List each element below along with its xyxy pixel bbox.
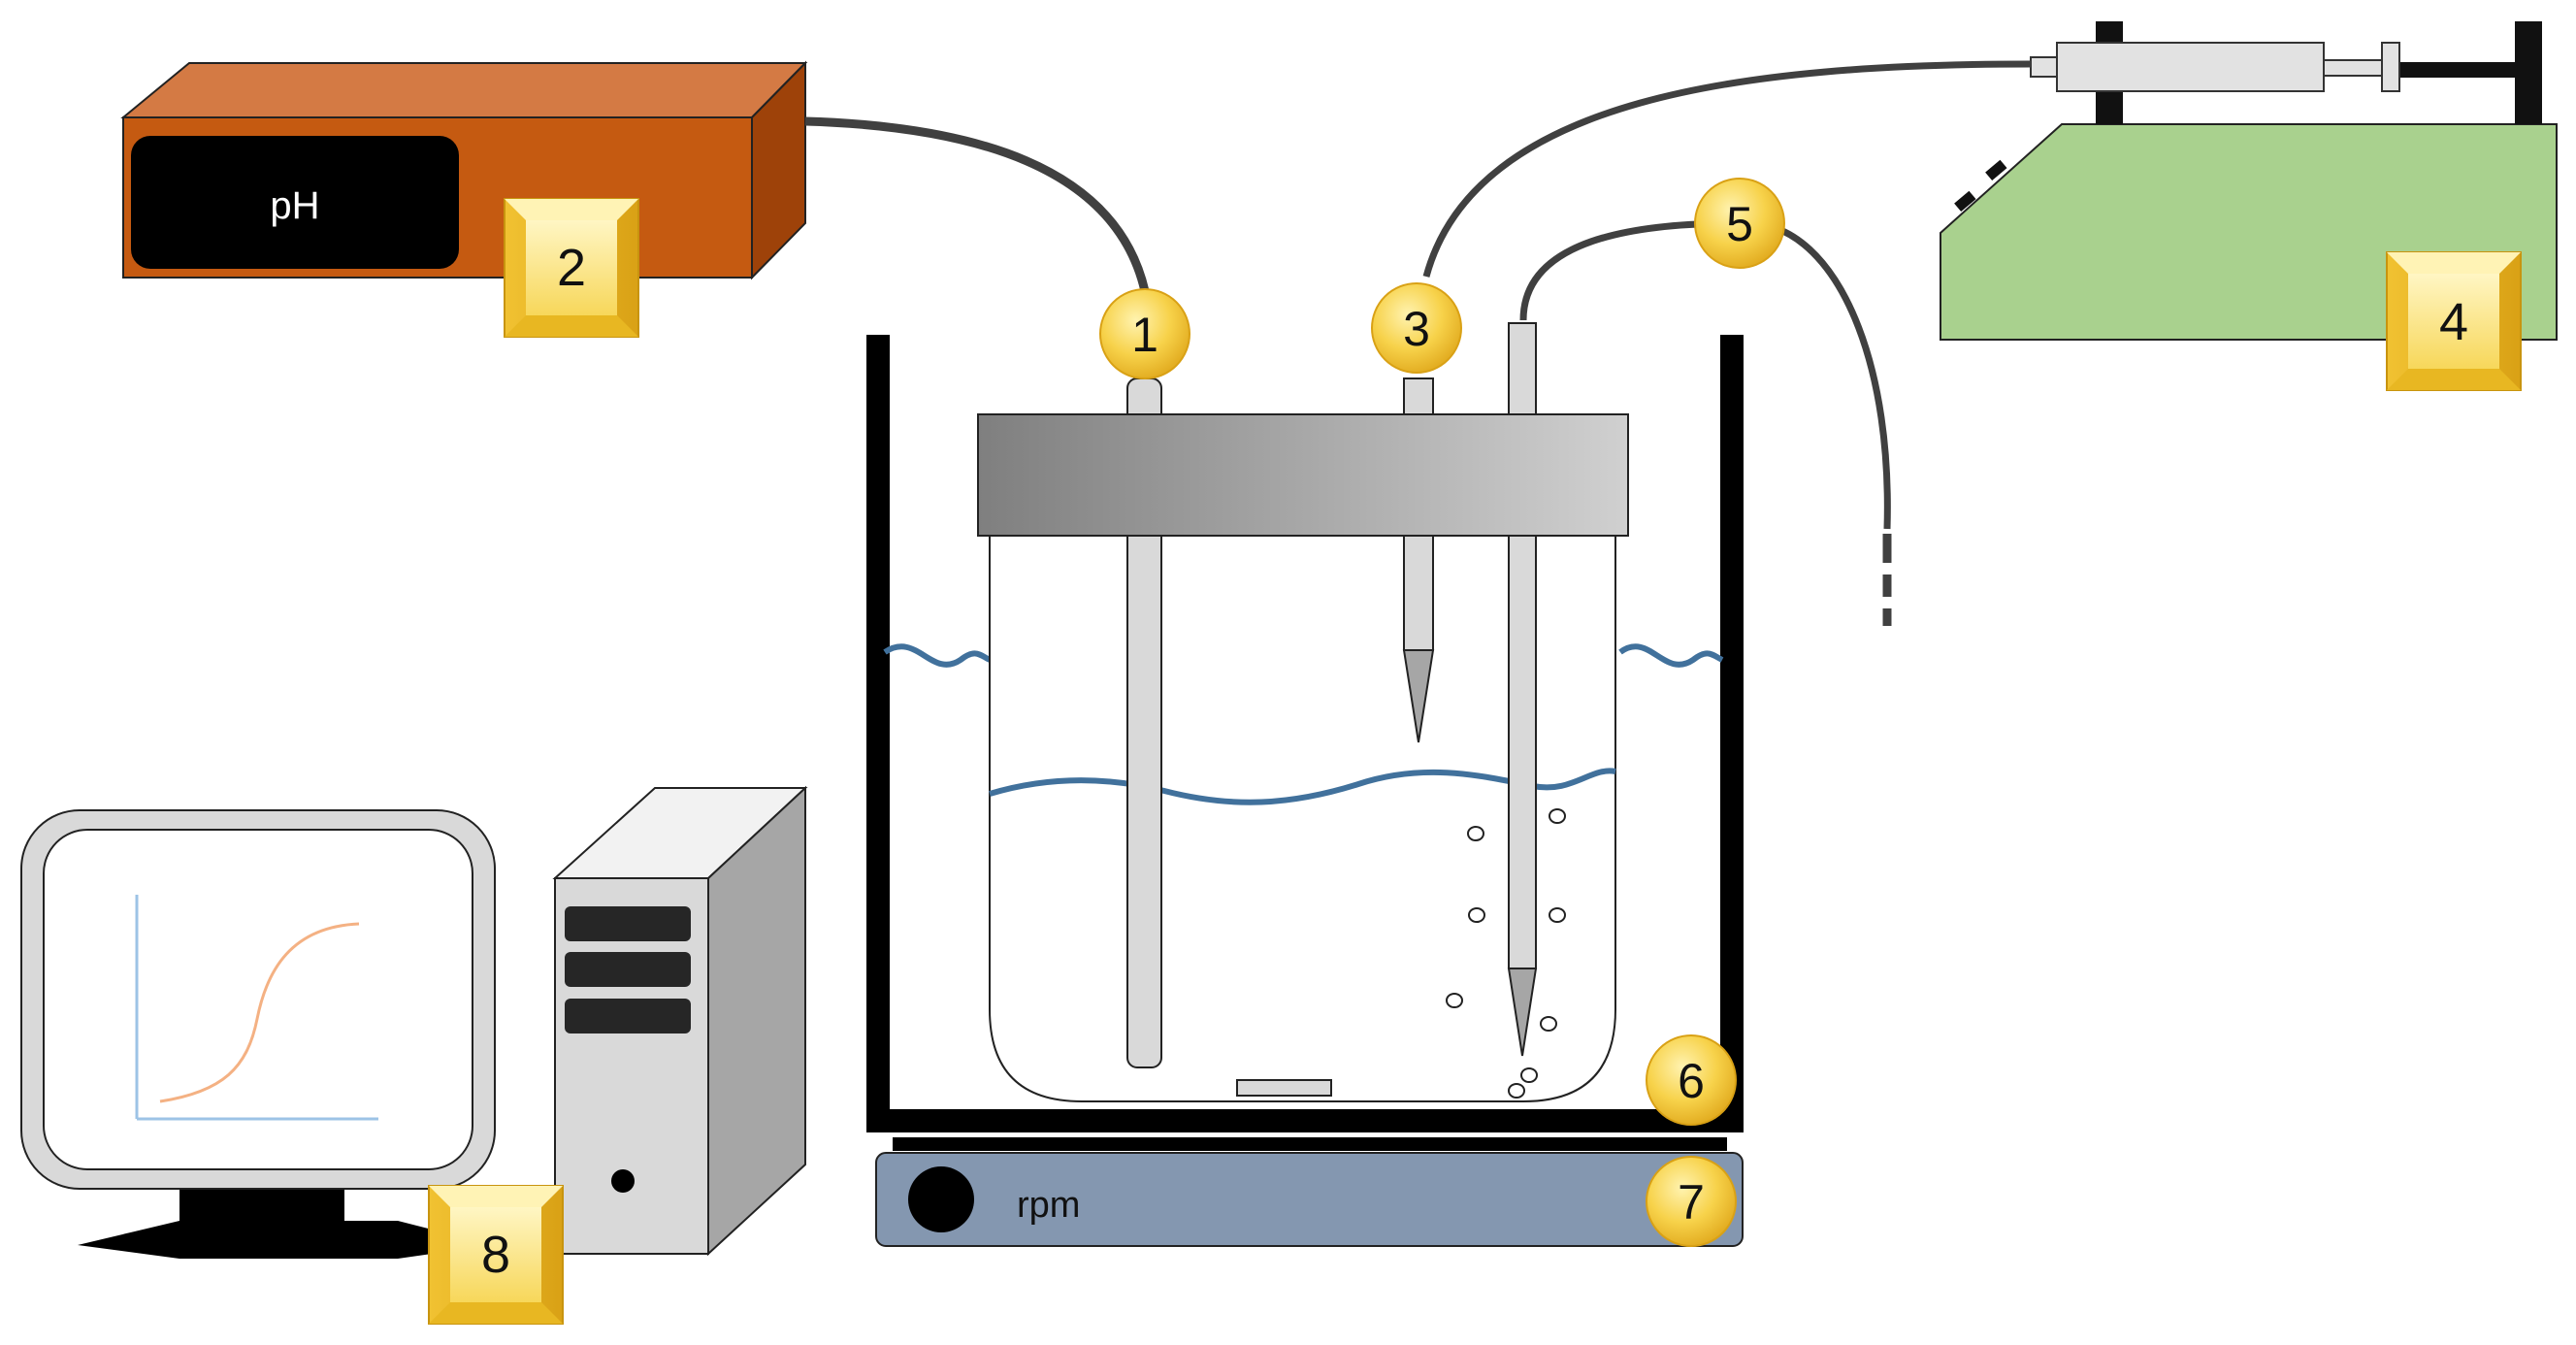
ph-meter: pH <box>120 60 808 280</box>
callout-7: 7 <box>1646 1156 1737 1247</box>
callout-1-label: 1 <box>1131 308 1158 362</box>
gas-bubble <box>1520 1067 1538 1083</box>
magnetic-stirrer: rpm <box>875 1137 1744 1247</box>
titrant-tip-point <box>1402 649 1435 743</box>
stirrer-knob <box>908 1166 974 1232</box>
ph-meter-top-face <box>120 62 808 118</box>
syringe-barrel <box>2056 42 2325 92</box>
pump-button-2 <box>1985 159 2007 181</box>
stirrer-label: rpm <box>1017 1185 1080 1226</box>
bath-right-wall <box>1720 335 1744 1131</box>
power-button <box>611 1169 635 1193</box>
monitor-stand-neck <box>179 1186 344 1225</box>
syringe-tip <box>2030 56 2058 78</box>
gas-bubble <box>1549 808 1566 824</box>
gas-line-outlet <box>1774 224 1891 530</box>
gas-bubble <box>1446 993 1463 1008</box>
callout-3: 3 <box>1371 282 1462 374</box>
ph-meter-display-label: pH <box>270 184 319 227</box>
gas-inlet-tip <box>1507 968 1538 1057</box>
callout-5: 5 <box>1694 178 1785 269</box>
callout-1: 1 <box>1099 288 1190 379</box>
gas-line-tube <box>1519 219 1738 321</box>
syringe-flange <box>2381 42 2400 92</box>
ph-meter-cable <box>804 116 1150 293</box>
gas-bubble <box>1467 826 1484 841</box>
drive-bay-1 <box>565 906 691 941</box>
syringe-end-block <box>2515 21 2542 124</box>
monitor-stand-base <box>78 1221 493 1259</box>
callout-8-label: 8 <box>481 1226 510 1284</box>
reaction-vessel <box>977 322 1629 1102</box>
bath-water-line-right <box>1618 643 1724 668</box>
gas-bubble <box>1549 907 1566 923</box>
gas-bubble <box>1468 907 1485 923</box>
syringe-plunger <box>2323 59 2383 77</box>
vessel-lid <box>977 413 1629 537</box>
ph-meter-display <box>131 136 459 269</box>
callout-2: 2 <box>504 198 639 338</box>
callout-5-label: 5 <box>1726 197 1753 251</box>
reaction-liquid-surface <box>989 768 1616 805</box>
drive-bay-2 <box>565 952 691 987</box>
callout-4: 4 <box>2386 251 2522 391</box>
pump-button-1 <box>1954 190 1976 213</box>
desktop-computer-icon <box>20 785 808 1259</box>
callout-4-label: 4 <box>2439 293 2468 351</box>
titration-curve <box>159 922 360 1103</box>
titrant-tube <box>1422 60 2032 278</box>
stirrer-top-plate <box>893 1137 1727 1151</box>
callout-8: 8 <box>428 1185 564 1325</box>
syringe-plunger-rod <box>2397 62 2518 78</box>
callout-6-label: 6 <box>1678 1054 1705 1108</box>
callout-2-label: 2 <box>557 239 586 297</box>
water-bath <box>866 335 1744 1132</box>
gas-bubble <box>1540 1016 1557 1032</box>
gas-bubble <box>1508 1083 1525 1099</box>
bath-floor <box>866 1109 1744 1132</box>
bath-left-wall <box>866 335 890 1131</box>
bath-water-line-left <box>883 643 992 668</box>
monitor-screen <box>43 829 473 1170</box>
callout-6: 6 <box>1646 1034 1737 1126</box>
stir-bar <box>1236 1079 1332 1097</box>
callout-7-label: 7 <box>1678 1175 1705 1230</box>
stirrer-body <box>875 1152 1744 1247</box>
drive-bay-3 <box>565 999 691 1033</box>
callout-3-label: 3 <box>1403 302 1430 356</box>
